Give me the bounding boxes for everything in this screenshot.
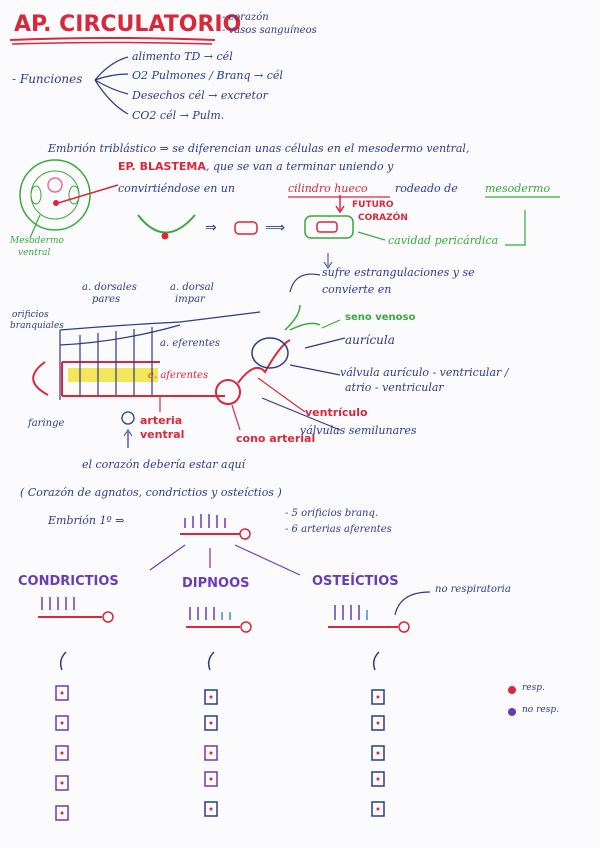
funciones-label: - Funciones (12, 72, 83, 86)
valvula-2: atrio - ventricular (345, 381, 444, 394)
legend-dot-no-resp (508, 708, 516, 716)
embrion-1: Embrión 1º ⇒ (48, 514, 125, 527)
a-dorsal-2: impar (175, 294, 205, 305)
svg-text:⇒: ⇒ (205, 220, 217, 236)
gill-column-condrictios (55, 651, 69, 821)
cilindro-hueco: cilindro hueco (288, 182, 368, 195)
embrion-line-2: , que se van a terminar uniendo y (206, 160, 394, 173)
legend-dot-resp (508, 686, 516, 694)
funcion-item-3: Desechos cél → excretor (132, 89, 268, 102)
corazon-label: CORAZÓN (358, 213, 408, 223)
seno-venoso: seno venoso (345, 312, 416, 323)
valvulas-semilunares: válvulas semilunares (300, 424, 417, 437)
gill-heart-diagram (32, 304, 346, 448)
condrictios-gills (38, 597, 114, 623)
osteictios-gills (328, 591, 431, 633)
cono-arterial: cono arterial (236, 432, 316, 445)
a-eferentes: a. eferentes (160, 338, 221, 349)
arteria-2: ventral (140, 428, 185, 441)
auricula: aurícula (345, 333, 395, 347)
embrion-line-1: Embrión triblástico ⇒ se diferencian una… (48, 142, 470, 155)
funcion-item-2: O2 Pulmones / Branq → cél (132, 69, 283, 82)
ventriculo: ventrículo (305, 406, 368, 419)
funcion-item-4: CO2 cél → Pulm. (132, 109, 225, 122)
legend-no-resp: no resp. (522, 705, 559, 715)
a-dorsales-1: a. dorsales (82, 282, 137, 293)
arteria-1: arteria (140, 414, 183, 427)
ep-blastema: EP. BLASTEMA (118, 160, 206, 173)
futuro-label: FUTURO (352, 200, 394, 210)
page-title: AP. CIRCULATORIO (14, 12, 242, 37)
svg-text:⟹: ⟹ (265, 220, 285, 236)
dipnoos-gills (186, 607, 252, 633)
embryo-gill-arches (184, 514, 226, 528)
embrion-line-3b: rodeado de (395, 182, 458, 195)
sufre-line-2: convierte en (322, 283, 392, 296)
corazon-aqui: el corazón debería estar aquí (82, 458, 246, 471)
sufre-line-1: sufre estrangulaciones y se (322, 266, 475, 279)
title-sub-vasos: - vasos sanguíneos (222, 25, 317, 36)
embryo-cross-section (19, 159, 119, 239)
funcion-item-1: alimento TD → cél (132, 50, 233, 63)
corazon-header: ( Corazón de agnatos, condrictios y oste… (20, 486, 282, 499)
a-aferentes: a. aferentes (148, 370, 209, 381)
orificios-label-2: branquiales (10, 321, 64, 331)
mesodermo-ventral-1: Mesodermo (10, 236, 64, 246)
embrion-line-3a: convirtiéndose en un (118, 182, 235, 195)
gill-column-osteictios (371, 651, 385, 817)
a-dorsales-2: pares (92, 294, 121, 305)
mesodermo-ventral-2: ventral (18, 248, 51, 258)
cavidad-pericardica: cavidad pericárdica (388, 234, 499, 247)
group-dipnoos: DIPNOOS (182, 576, 250, 591)
arterias-aferentes: - 6 arterias aferentes (285, 524, 392, 535)
valvula-1: válvula aurículo - ventricular / (340, 366, 509, 379)
legend-resp: resp. (522, 683, 545, 693)
group-condrictios: CONDRICTIOS (18, 574, 119, 589)
no-respiratoria-note: no respiratoria (435, 584, 511, 595)
mesodermo-word: mesodermo (485, 182, 551, 195)
orificios-branq: - 5 orificios branq. (285, 508, 379, 519)
gill-column-dipnoos (204, 651, 218, 817)
faringe: faringe (28, 418, 65, 429)
title-sub-corazon: - corazón (222, 12, 269, 23)
a-dorsal-1: a. dorsal (170, 282, 214, 293)
group-osteictios: OSTEÍCTIOS (312, 574, 399, 589)
orificios-label-1: orificios (12, 310, 49, 320)
